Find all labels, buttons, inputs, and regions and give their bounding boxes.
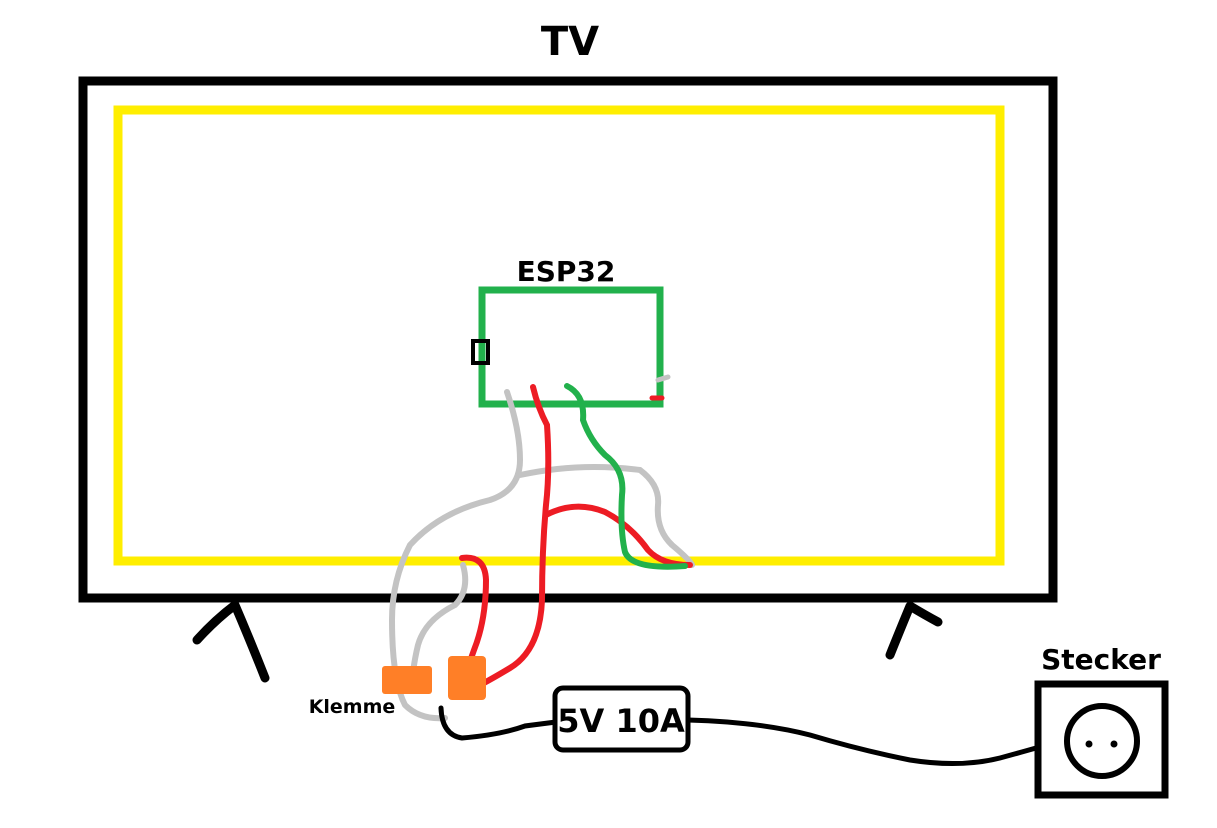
klemme-label: Klemme <box>309 696 396 718</box>
wire-green <box>564 383 688 570</box>
socket-face <box>1064 703 1140 779</box>
klemme-connector-left <box>382 666 432 694</box>
led-strip <box>113 105 1005 566</box>
socket-pin-left <box>1085 740 1093 748</box>
tv-title: TV <box>541 19 599 65</box>
wire-gray-2 <box>517 463 695 568</box>
power-supply-label: 5V 10A <box>557 702 685 740</box>
socket-pin-right <box>1110 740 1118 748</box>
esp32-board <box>478 286 664 408</box>
usb-port <box>471 339 490 365</box>
wire-red-1 <box>477 384 552 688</box>
stecker-label: Stecker <box>1041 643 1161 676</box>
tv-leg-right <box>885 601 943 660</box>
tv-leg-left <box>192 600 270 683</box>
esp32-label: ESP32 <box>517 255 616 288</box>
tv-frame <box>78 76 1058 603</box>
wire-gray-esp-right <box>655 374 671 383</box>
wire-gray-1 <box>388 389 524 722</box>
cable-to-psu <box>438 705 559 741</box>
wire-red-2 <box>543 503 693 568</box>
cable-to-socket <box>685 717 1039 767</box>
klemme-connector-right <box>448 656 486 700</box>
